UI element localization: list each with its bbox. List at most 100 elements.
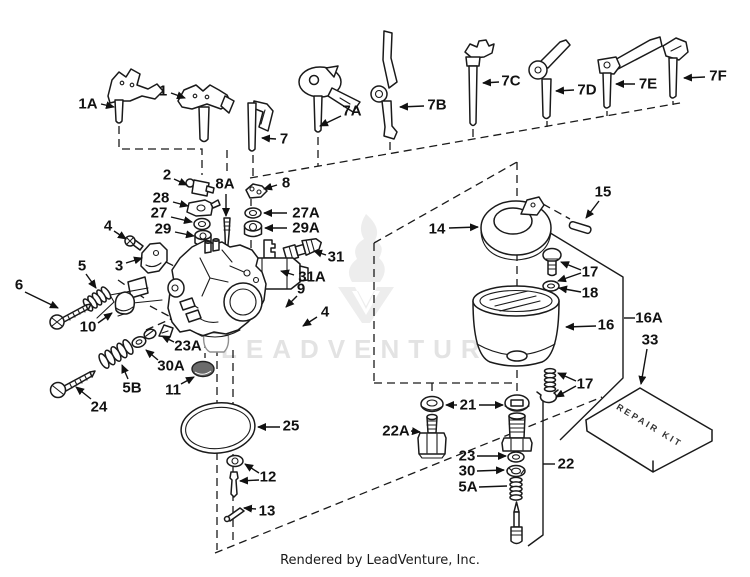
part-14-float-drawing: [480, 196, 552, 261]
part-callout-5a[interactable]: 5A: [458, 479, 477, 496]
leader-line-4: [302, 316, 318, 327]
part-callout-16[interactable]: 16: [598, 317, 615, 334]
part-callout-3[interactable]: 3: [115, 258, 123, 275]
part-callout-7e[interactable]: 7E: [639, 76, 657, 93]
leader-line-6: [24, 291, 59, 309]
part-22-needle-drawing: [510, 501, 523, 545]
part-callout-1a[interactable]: 1A: [78, 96, 97, 113]
part-callout-25[interactable]: 25: [283, 418, 300, 435]
leader-line-17: [560, 261, 582, 271]
part-callout-30[interactable]: 30: [459, 463, 476, 480]
part-1a-drawing: [107, 68, 164, 124]
part-callout-15[interactable]: 15: [595, 184, 612, 201]
part-callout-22[interactable]: 22: [558, 456, 575, 473]
part-17-lower-spring-drawing: [536, 367, 559, 404]
leader-line-18: [558, 285, 582, 294]
part-7e-drawing: [597, 36, 663, 109]
part-callout-6[interactable]: 6: [15, 277, 23, 294]
part-callout-33[interactable]: 33: [642, 332, 659, 349]
part-callout-7[interactable]: 7: [280, 131, 288, 148]
part-27a-drawing: [244, 207, 262, 219]
part-callout-7f[interactable]: 7F: [709, 68, 727, 85]
part-callout-24[interactable]: 24: [91, 399, 108, 416]
part-callout-28[interactable]: 28: [153, 190, 170, 207]
part-callout-7b[interactable]: 7B: [427, 97, 446, 114]
leader-line-11: [180, 376, 195, 385]
watermark-text: LEADVENTURE: [221, 334, 515, 364]
part-17-upper-bolt-drawing: [542, 247, 562, 277]
part-callout-7c[interactable]: 7C: [501, 73, 520, 90]
leader-line-27: [170, 216, 193, 225]
leader-line-14: [448, 223, 479, 232]
part-7-drawing: [247, 100, 274, 152]
watermark-flame-icon: [348, 214, 385, 282]
part-callout-31a[interactable]: 31A: [298, 269, 326, 286]
leader-line-16: [565, 322, 597, 331]
part-callout-30a[interactable]: 30A: [157, 358, 185, 375]
part-13-pin-drawing: [223, 507, 245, 523]
part-callout-4[interactable]: 4: [321, 304, 330, 321]
leader-line-7d: [555, 86, 575, 95]
leader-line-22a: [410, 427, 421, 436]
leader-line-29: [174, 230, 195, 239]
repair-kit-box: REPAIR KIT: [585, 387, 713, 473]
part-callout-18[interactable]: 18: [582, 285, 599, 302]
part-callout-21[interactable]: 21: [460, 397, 477, 414]
part-callout-7a[interactable]: 7A: [342, 103, 361, 120]
part-callout-27a[interactable]: 27A: [292, 205, 320, 222]
bracket-16a: [546, 230, 624, 441]
part-callout-22a[interactable]: 22A: [382, 423, 410, 440]
part-4a-screw-drawing: [124, 235, 144, 251]
leader-line-13: [243, 504, 257, 513]
part-callout-17[interactable]: 17: [577, 376, 594, 393]
bracket-22: [527, 396, 544, 547]
part-callout-12[interactable]: 12: [260, 469, 277, 486]
part-callout-23[interactable]: 23: [459, 448, 476, 465]
leader-line-3: [125, 256, 143, 265]
part-21-left-washer-drawing: [420, 395, 444, 413]
part-callout-2[interactable]: 2: [163, 167, 171, 184]
part-15-pin-drawing: [568, 220, 592, 235]
leader-line-7f: [683, 73, 706, 82]
part-callout-29a[interactable]: 29A: [292, 220, 320, 237]
part-callout-1[interactable]: 1: [159, 83, 167, 100]
leader-line-7c: [482, 78, 500, 87]
leader-line-9: [285, 295, 298, 308]
leader-line-1a: [100, 101, 115, 110]
leader-line-17: [557, 272, 582, 283]
part-6-screw-drawing: [49, 303, 92, 330]
part-5a-spring-drawing: [509, 476, 523, 501]
leader-line-7b: [399, 102, 425, 111]
part-callout-5b[interactable]: 5B: [122, 380, 141, 397]
part-callout-5[interactable]: 5: [78, 258, 86, 275]
part-carburetor-body-drawing: [96, 237, 267, 353]
part-callout-27[interactable]: 27: [151, 205, 168, 222]
part-callout-9[interactable]: 9: [297, 281, 305, 298]
part-callout-16a[interactable]: 16A: [635, 310, 663, 327]
part-23-washer-drawing: [507, 451, 525, 463]
part-callout-4[interactable]: 4: [104, 218, 113, 235]
part-31-drawing: [282, 238, 322, 262]
leader-line-30a: [145, 349, 159, 361]
part-10-cup-drawing: [114, 291, 136, 315]
part-30a-drawing: [131, 335, 147, 349]
part-callout-17[interactable]: 17: [582, 264, 599, 281]
part-callout-8[interactable]: 8: [282, 175, 290, 192]
part-29a-drawing: [243, 220, 263, 238]
part-callout-7d[interactable]: 7D: [577, 82, 596, 99]
leader-line-17: [555, 385, 577, 398]
part-callout-31[interactable]: 31: [328, 249, 345, 266]
part-callout-29[interactable]: 29: [155, 221, 172, 238]
part-callout-13[interactable]: 13: [259, 503, 276, 520]
leader-line-1: [170, 91, 186, 100]
part-callout-23a[interactable]: 23A: [174, 338, 202, 355]
part-callout-14[interactable]: 14: [429, 221, 446, 238]
leader-line-33: [638, 348, 648, 385]
part-16-bowl-drawing: [472, 285, 560, 367]
leader-line-7a: [319, 115, 342, 127]
part-callout-10[interactable]: 10: [80, 319, 97, 336]
part-callout-11[interactable]: 11: [165, 382, 181, 399]
part-callout-8a[interactable]: 8A: [215, 176, 234, 193]
